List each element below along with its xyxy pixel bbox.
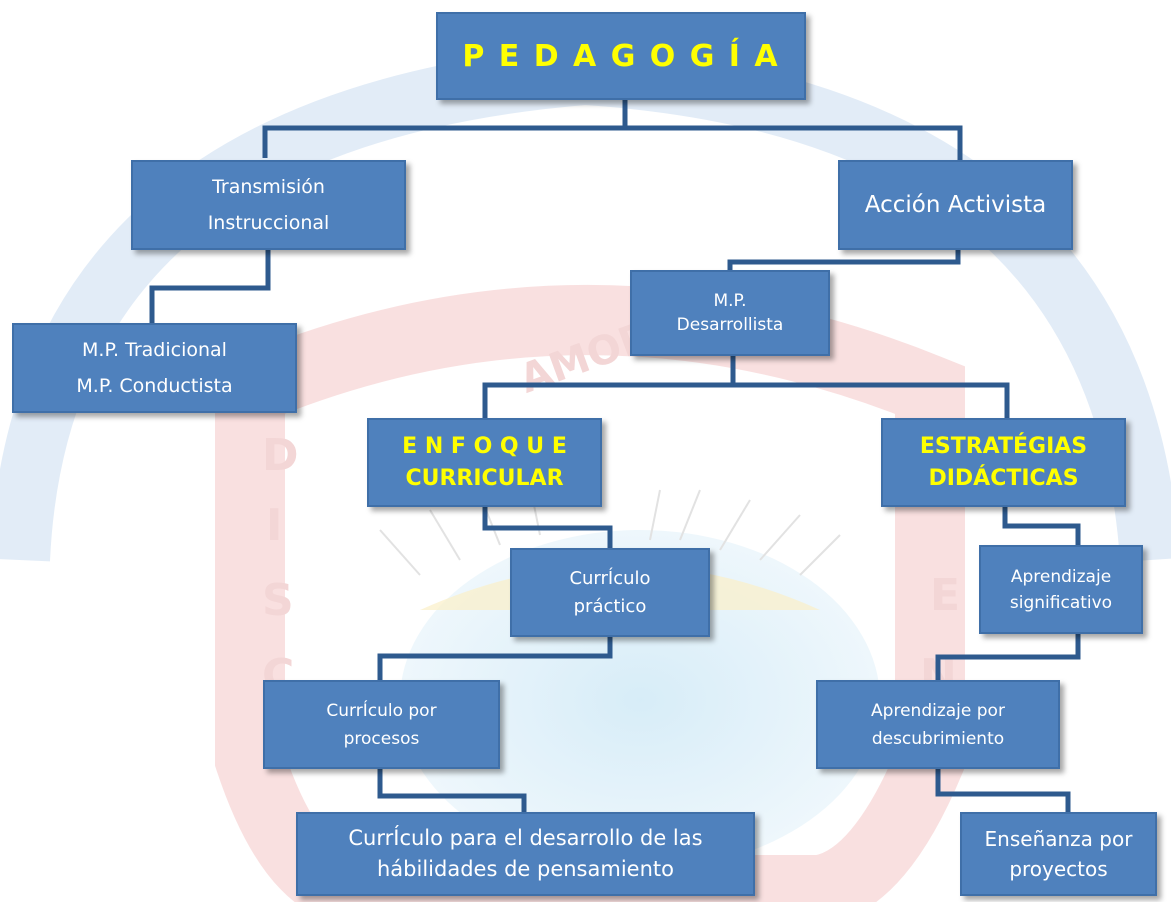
connector-transmision-tradicional xyxy=(149,250,271,323)
node-desarrollista-line2: Desarrollista xyxy=(676,315,784,335)
node-practico-line1: CurrÍculo xyxy=(569,567,651,589)
connector-enfoque-practico xyxy=(482,507,613,548)
node-proyectos-line1: Enseñanza por xyxy=(984,827,1133,851)
node-aprendizaje-significativo: Aprendizaje significativo xyxy=(979,545,1143,634)
svg-text:S: S xyxy=(262,575,294,626)
node-enfoque-curricular: E N F O Q U E CURRICULAR xyxy=(367,418,602,507)
node-aprendizaje-descubrimiento: Aprendizaje por descubrimiento xyxy=(816,680,1060,769)
node-estrategias-line2: DIDÁCTICAS xyxy=(928,465,1079,491)
node-significativo-line2: significativo xyxy=(1009,592,1113,613)
connector-estrategias-significativo xyxy=(1002,507,1081,545)
node-significativo-line1: Aprendizaje xyxy=(1010,566,1112,587)
node-curriculo-practico: CurrÍculo práctico xyxy=(510,548,710,637)
connector-procesos-habilidades xyxy=(377,769,527,812)
connector-root-branches xyxy=(262,100,963,160)
node-habilidades-line2: hábilidades de pensamiento xyxy=(377,857,674,881)
node-procesos-line2: procesos xyxy=(343,728,420,749)
node-accion-label: Acción Activista xyxy=(864,192,1047,218)
node-habilidades-line1: CurrÍculo para el desarrollo de las xyxy=(348,826,703,850)
node-enfoque-line1: E N F O Q U E xyxy=(402,433,567,459)
node-procesos-line1: CurrÍculo por xyxy=(326,700,437,721)
node-transmision-line1: Transmisión xyxy=(212,176,325,198)
node-estrategias-didacticas: ESTRATÉGIAS DIDÁCTICAS xyxy=(881,418,1126,507)
node-tradicional-line1: M.P. Tradicional xyxy=(82,339,227,361)
node-proyectos-line2: proyectos xyxy=(1009,857,1108,881)
node-ensenanza-proyectos: Enseñanza por proyectos xyxy=(960,812,1157,896)
node-practico-line2: práctico xyxy=(573,595,647,617)
node-accion-activista: Acción Activista xyxy=(838,160,1073,250)
node-mp-desarrollista: M.P. Desarrollista xyxy=(630,270,830,356)
svg-text:D: D xyxy=(262,430,299,481)
watermark-letters-left: D I S C xyxy=(262,430,299,701)
node-transmision-instruccional: Transmisión Instruccional xyxy=(131,160,406,250)
connector-accion-desarrollista xyxy=(727,250,961,270)
connector-desarrollista-branches xyxy=(482,356,1010,418)
node-tradicional-line2: M.P. Conductista xyxy=(76,375,233,397)
connector-descubrimiento-proyectos xyxy=(935,769,1071,812)
node-enfoque-line2: CURRICULAR xyxy=(405,465,564,491)
svg-text:E: E xyxy=(930,570,960,621)
node-estrategias-line1: ESTRATÉGIAS xyxy=(919,433,1088,459)
node-mp-tradicional: M.P. Tradicional M.P. Conductista xyxy=(12,323,297,413)
connector-practico-procesos xyxy=(377,637,613,680)
node-desarrollista-line1: M.P. xyxy=(713,291,747,311)
svg-text:I: I xyxy=(266,500,282,551)
node-curriculo-habilidades: CurrÍculo para el desarrollo de las hábi… xyxy=(296,812,755,896)
node-descubrimiento-line2: descubrimiento xyxy=(871,728,1005,749)
node-descubrimiento-line1: Aprendizaje por xyxy=(871,700,1005,721)
node-pedagogia: P E D A G O G Í A xyxy=(436,12,806,100)
connector-significativo-descubrimiento xyxy=(935,634,1081,680)
node-pedagogia-label: P E D A G O G Í A xyxy=(462,38,780,74)
watermark-sun-rays xyxy=(379,484,841,576)
node-transmision-line2: Instruccional xyxy=(207,212,330,234)
node-curriculo-procesos: CurrÍculo por procesos xyxy=(263,680,500,769)
